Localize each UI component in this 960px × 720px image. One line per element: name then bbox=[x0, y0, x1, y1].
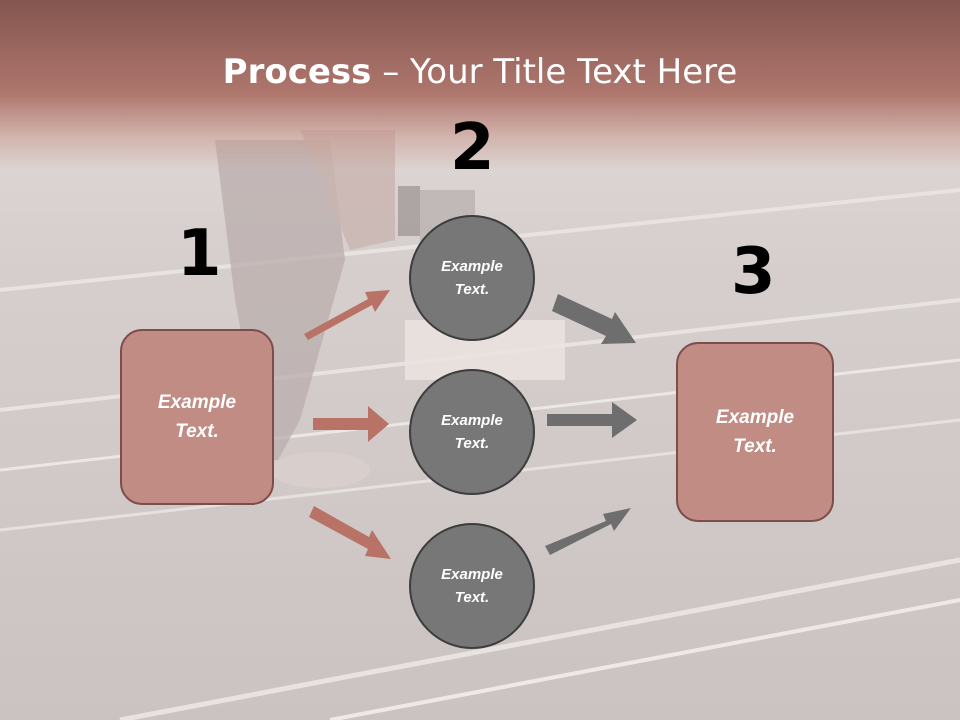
arrow-right-top bbox=[552, 294, 636, 344]
right-box-text: Example Text. bbox=[715, 407, 795, 457]
slide-title: Process – Your Title Text Here bbox=[0, 52, 960, 92]
circle-top-text: Example Text. bbox=[441, 258, 503, 298]
title-dash: – bbox=[371, 52, 411, 92]
step-number-2: 2 bbox=[450, 111, 495, 185]
arrow-left-middle bbox=[313, 406, 389, 442]
arrow-right-bottom bbox=[545, 508, 631, 555]
arrow-left-bottom bbox=[309, 506, 391, 559]
right-box: Example Text. bbox=[676, 342, 834, 522]
arrow-left-top bbox=[304, 290, 390, 340]
title-bold: Process bbox=[222, 52, 372, 92]
step-number-3: 3 bbox=[731, 235, 776, 309]
circle-top: Example Text. bbox=[409, 215, 535, 341]
title-band bbox=[0, 0, 960, 170]
title-rest: Your Title Text Here bbox=[410, 52, 738, 92]
left-box: Example Text. bbox=[120, 329, 274, 505]
arrow-right-middle bbox=[547, 402, 637, 438]
circle-middle-text: Example Text. bbox=[441, 412, 503, 452]
circle-bottom-text: Example Text. bbox=[441, 566, 503, 606]
circle-bottom: Example Text. bbox=[409, 523, 535, 649]
step-number-1: 1 bbox=[177, 217, 222, 291]
circle-middle: Example Text. bbox=[409, 369, 535, 495]
left-box-text: Example Text. bbox=[157, 392, 237, 442]
